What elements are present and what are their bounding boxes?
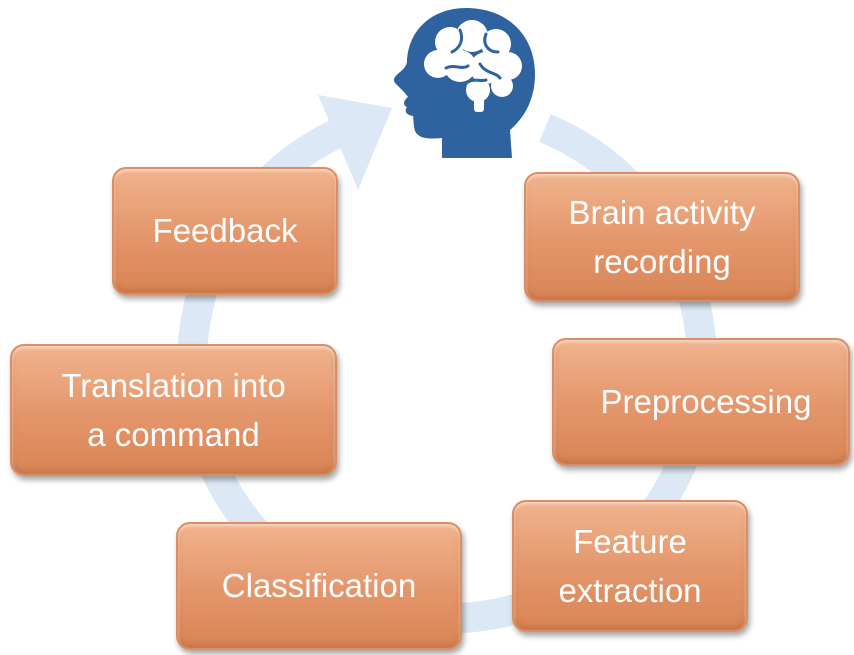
step-translation-into-command: Translation into a command <box>10 344 337 476</box>
step-brain-activity-recording: Brain activity recording <box>524 172 800 302</box>
step-feedback: Feedback <box>112 167 338 295</box>
step-feedback-label: Feedback <box>152 212 298 250</box>
step-classification-label: Classification <box>221 567 417 605</box>
step-translation-label: Translation into a command <box>61 366 286 454</box>
step-preprocessing: Preprocessing <box>552 338 850 466</box>
brain-head-icon <box>393 8 535 158</box>
step-feature-label: Feature extraction <box>558 522 702 610</box>
step-preprocessing-label: Preprocessing <box>600 383 812 421</box>
step-classification: Classification <box>176 522 462 650</box>
step-feature-extraction: Feature extraction <box>512 500 748 632</box>
cycle-arrowhead <box>318 95 392 190</box>
step-recording-label: Brain activity recording <box>568 193 756 281</box>
